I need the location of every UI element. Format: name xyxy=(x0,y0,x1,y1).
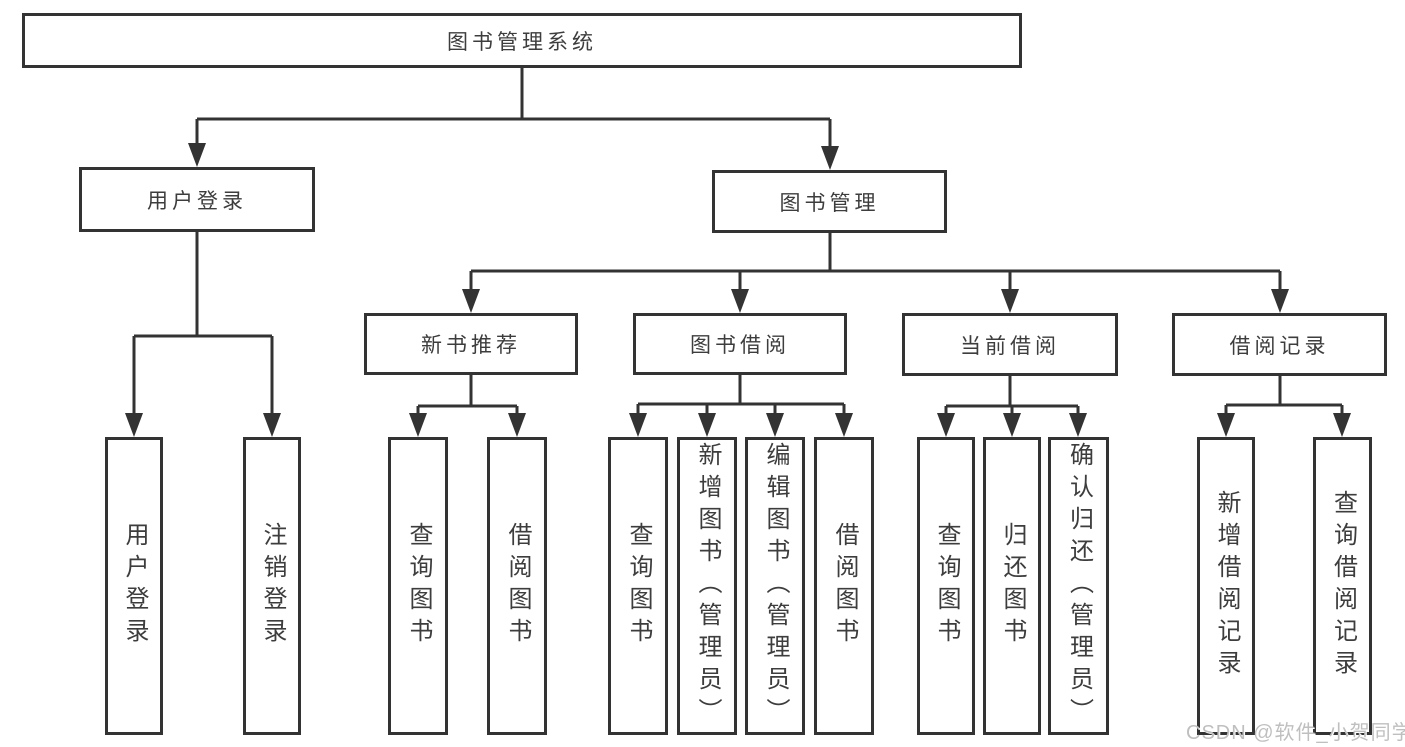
node-book-management: 图书管理 xyxy=(712,170,947,233)
node-root: 图书管理系统 xyxy=(22,13,1022,68)
node-borrow-record: 借阅记录 xyxy=(1172,313,1387,376)
leaf-query-books-recommend: 查询图书 xyxy=(388,437,448,735)
leaf-query-books-current: 查询图书 xyxy=(917,437,975,735)
node-user-login: 用户登录 xyxy=(79,167,315,232)
leaf-query-books-borrow: 查询图书 xyxy=(608,437,668,735)
csdn-watermark: CSDN @软件_小贺同学 xyxy=(1186,722,1405,744)
node-new-book-recommend: 新书推荐 xyxy=(364,313,578,375)
leaf-logout: 注销登录 xyxy=(243,437,301,735)
leaf-edit-book-admin: 编辑图书（管理员） xyxy=(745,437,805,735)
leaf-borrow-books: 借阅图书 xyxy=(814,437,874,735)
leaf-borrow-books-recommend: 借阅图书 xyxy=(487,437,547,735)
leaf-add-borrow-record: 新增借阅记录 xyxy=(1197,437,1255,735)
leaf-query-borrow-record: 查询借阅记录 xyxy=(1313,437,1372,735)
leaf-add-book-admin: 新增图书（管理员） xyxy=(677,437,737,735)
leaf-return-books: 归还图书 xyxy=(983,437,1041,735)
leaf-user-login: 用户登录 xyxy=(105,437,163,735)
node-current-borrow: 当前借阅 xyxy=(902,313,1118,376)
leaf-confirm-return-admin: 确认归还（管理员） xyxy=(1048,437,1109,735)
node-book-borrow: 图书借阅 xyxy=(633,313,847,375)
